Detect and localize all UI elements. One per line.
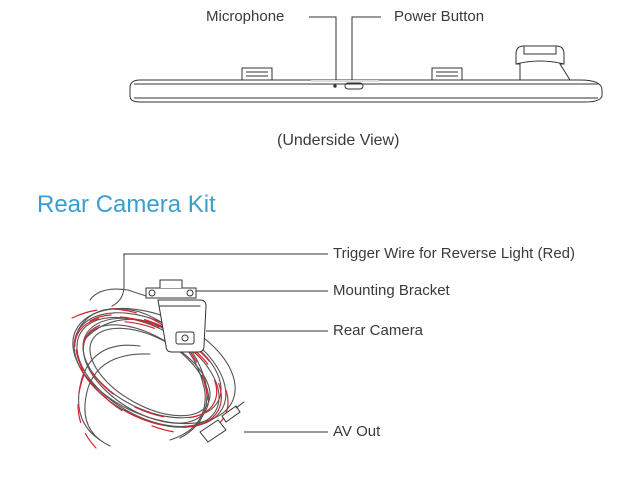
trigger-wire-lead <box>111 253 125 307</box>
microphone-label: Microphone <box>206 8 285 25</box>
mounting-bracket-label: Mounting Bracket <box>333 282 450 299</box>
mounting-bracket-drawing <box>145 279 197 299</box>
top-leader-lines <box>309 16 381 80</box>
av-out-label: AV Out <box>333 423 381 440</box>
underside-view-caption: (Underside View) <box>277 132 400 149</box>
trigger-wire-leader <box>123 253 328 256</box>
rear-camera-label: Rear Camera <box>333 322 424 339</box>
rear-camera-drawing <box>157 299 207 353</box>
microphone-leader <box>309 16 337 80</box>
power-button-leader <box>351 16 381 80</box>
section-title: Rear Camera Kit <box>37 191 216 218</box>
trigger-wire-label: Trigger Wire for Reverse Light (Red) <box>333 245 576 262</box>
mirror-underside-illustration <box>129 45 603 103</box>
power-button-label: Power Button <box>394 8 485 25</box>
rear-camera-kit-illustration <box>71 253 245 449</box>
av-out-plug-drawing <box>199 401 245 443</box>
rear-kit-leader-lines <box>123 253 328 433</box>
